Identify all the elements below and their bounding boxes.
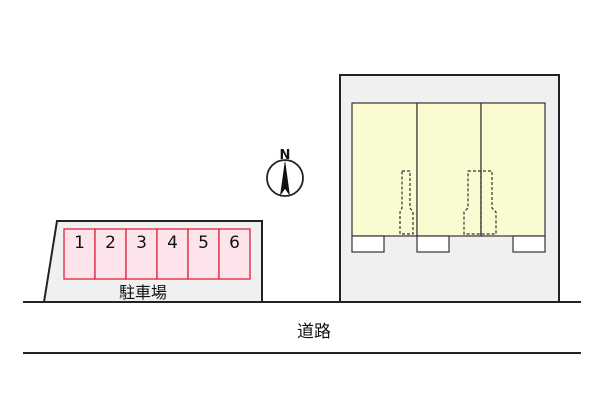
entrance-box-2 (416, 235, 450, 253)
compass-north-label: N (280, 148, 291, 163)
entrance-box-1 (351, 235, 385, 253)
parking-space-number: 3 (136, 233, 147, 253)
north-compass: N (266, 148, 304, 197)
unit-2 (416, 102, 482, 237)
road-label: 道路 (297, 322, 331, 342)
parking-space-1 (63, 228, 96, 280)
parking-space-3 (125, 228, 158, 280)
compass-arrow (280, 160, 290, 196)
entrance-box-3 (512, 235, 546, 253)
staircase-outline-2 (463, 170, 497, 235)
parking-space-number: 4 (167, 233, 178, 253)
unit-1 (351, 102, 418, 237)
parking-space-5 (187, 228, 220, 280)
staircase-outline-1 (399, 170, 414, 235)
parking-space-number: 6 (229, 233, 240, 253)
unit-3 (480, 102, 546, 237)
parking-space-number: 5 (198, 233, 209, 253)
parking-lot-label: 駐車場 (119, 283, 167, 302)
parking-space-number: 2 (105, 233, 116, 253)
building (339, 74, 560, 303)
parking-space-number: 1 (74, 233, 85, 253)
parking-space-6 (218, 228, 251, 280)
parking-space-4 (156, 228, 189, 280)
